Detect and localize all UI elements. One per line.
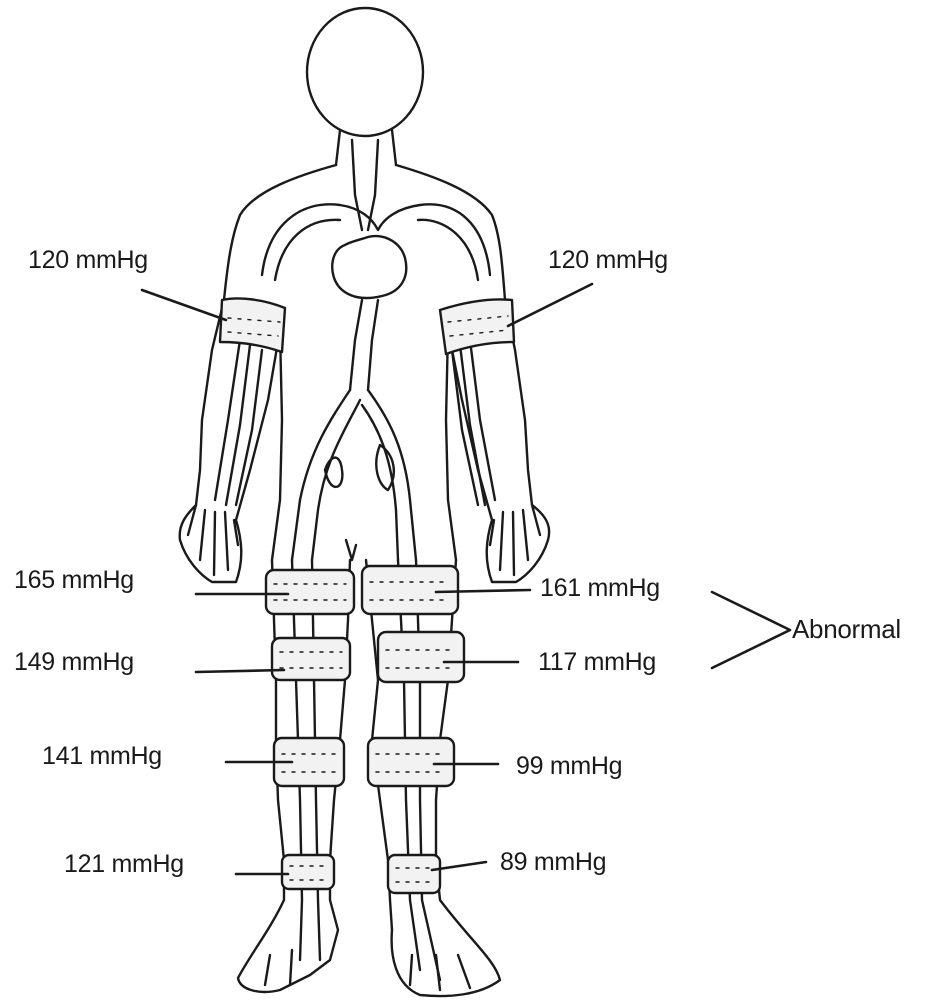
heart [332, 236, 406, 298]
label-right-arm-pressure: 120 mmHg [28, 248, 148, 273]
label-right-ankle-pressure: 121 mmHg [64, 852, 184, 877]
leader-right-arm [142, 290, 226, 320]
label-left-below-knee-pressure: 99 mmHg [516, 754, 622, 779]
cuff-left-below-knee [368, 738, 454, 786]
label-right-above-knee-pressure: 149 mmHg [14, 650, 134, 675]
label-right-below-knee-pressure: 141 mmHg [42, 744, 162, 769]
label-left-arm-pressure: 120 mmHg [548, 248, 668, 273]
body-outline-left [396, 165, 549, 582]
leader-lines [142, 284, 790, 874]
abnormal-bracket [712, 592, 790, 668]
carotid-left [368, 140, 378, 230]
descending-aorta [350, 300, 378, 390]
cuff-left-high-thigh [362, 566, 458, 614]
label-left-above-knee-pressure: 117 mmHg [538, 650, 656, 675]
cuff-left-above-knee [378, 632, 464, 682]
cuff-left-arm [440, 299, 514, 354]
cuff-right-ankle [282, 855, 334, 889]
foot-detail [265, 950, 470, 990]
label-left-ankle-pressure: 89 mmHg [500, 850, 606, 875]
left-hand [490, 505, 540, 575]
left-arm-vessels [452, 340, 495, 505]
label-right-high-thigh-pressure: 165 mmHg [14, 568, 134, 593]
groin [346, 540, 356, 560]
head [307, 8, 423, 136]
cuff-right-arm [220, 298, 285, 352]
label-left-high-thigh-pressure: 161 mmHg [540, 576, 660, 601]
leader-left-arm [508, 284, 592, 326]
aortic-arch [262, 204, 490, 275]
carotid-right [352, 140, 362, 230]
cuff-left-ankle [388, 855, 440, 893]
right-arm-vessels [215, 340, 262, 505]
cuff-right-above-knee [272, 638, 350, 680]
iliac-left [362, 390, 416, 560]
right-hand [188, 505, 238, 575]
cuff-right-high-thigh [266, 570, 354, 614]
label-abnormal: Abnormal [792, 616, 901, 642]
